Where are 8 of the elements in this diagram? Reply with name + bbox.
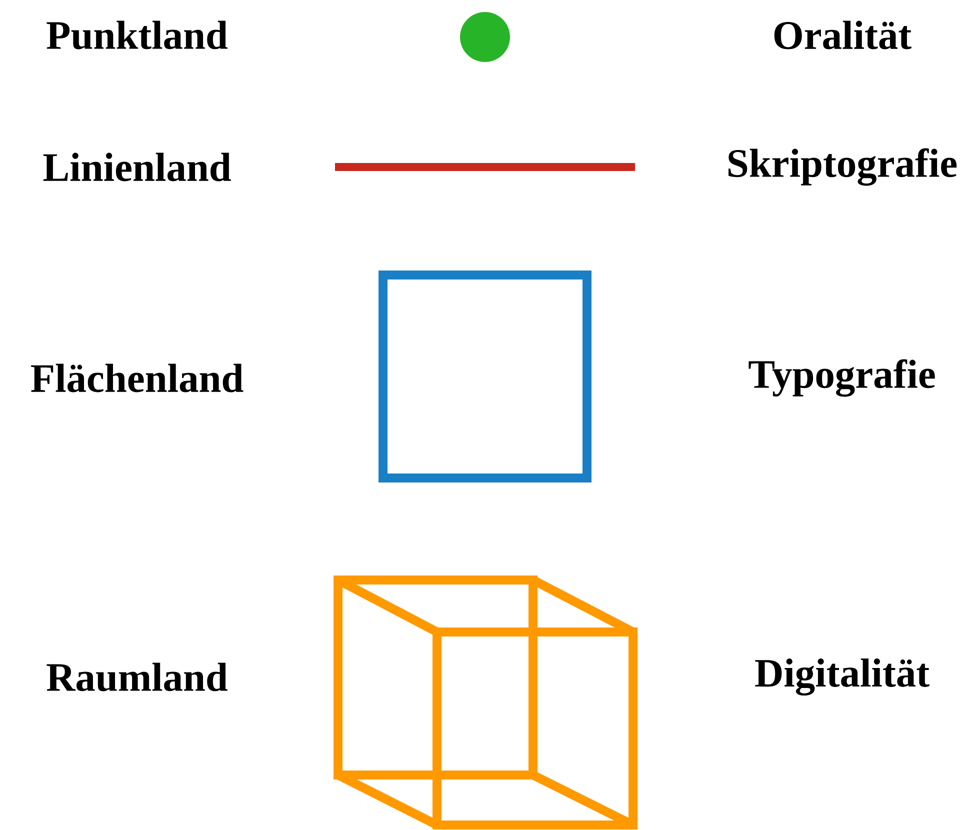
row-label: Flächenland [31,364,244,392]
row-label: Digitalität [755,658,930,696]
row-label: Typografie [748,359,935,397]
row-label: Oralität [774,20,912,50]
row-label: Punktland [46,20,228,50]
row-label: Linienland [43,152,231,182]
row-label: Skriptografie [728,148,957,186]
row-label: Raumland [46,662,228,692]
